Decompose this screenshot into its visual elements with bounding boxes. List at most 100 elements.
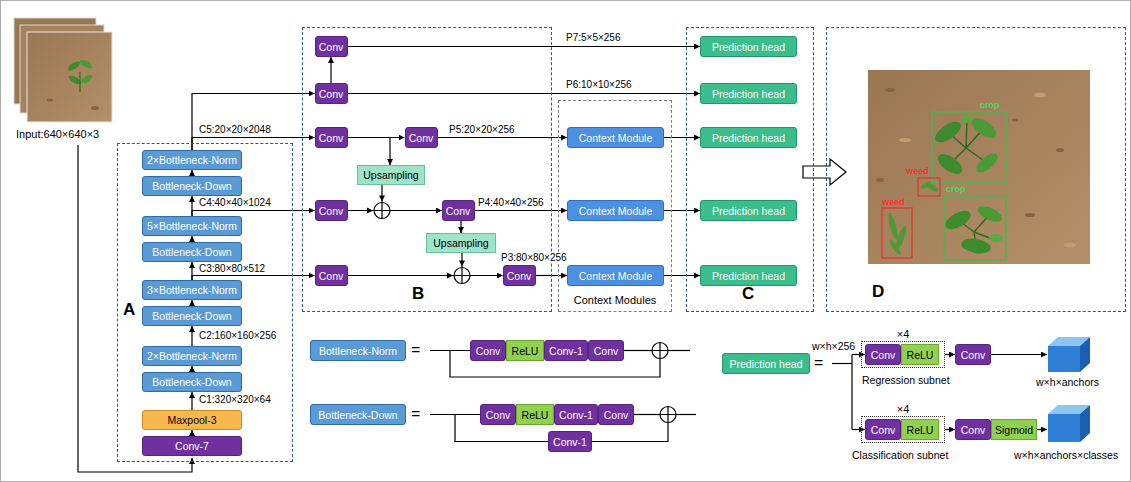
conv-box: Conv [865, 344, 901, 365]
connector-arrow [192, 138, 315, 151]
detection-photo [942, 207, 973, 233]
detection-photo [918, 178, 940, 196]
context-box: Context Module [567, 265, 664, 286]
text-label: Regression subnet [862, 374, 950, 387]
detection-photo [960, 237, 992, 256]
node-text: C [742, 284, 754, 303]
prediction-box: Prediction head [700, 265, 797, 286]
detection-photo [989, 234, 1003, 242]
node-text: ×4 [861, 403, 945, 415]
detection-photo [868, 70, 1090, 264]
connector-arrow [382, 185, 442, 211]
detection-photo [886, 212, 899, 241]
node-text: Conv [961, 349, 986, 361]
edge-label: C1:320×320×64 [198, 394, 272, 405]
context-panel: Context ModulesContext ModuleContext Mod… [558, 100, 672, 312]
maxpool-box: Maxpool-3 [142, 410, 242, 430]
edge-label: C2:160×160×256 [198, 330, 277, 341]
conv-box: Conv-1 [554, 404, 598, 425]
block-wiring [592, 423, 668, 442]
node-text: Bottleneck-Down [152, 376, 231, 388]
connector-arrow [348, 93, 701, 94]
node-text: 2×Bottleneck-Norm [147, 154, 237, 166]
detection-photo [899, 138, 911, 142]
node-text: Conv [476, 345, 501, 357]
conv-box: Conv [955, 344, 991, 365]
connector-arrow [945, 354, 955, 355]
bottleneck-box: Bottleneck-Down [310, 404, 406, 425]
conv-box: Conv-1 [548, 431, 592, 452]
text-label: = [411, 405, 420, 423]
block-wiring [852, 354, 865, 355]
sum-node [367, 196, 390, 219]
node-text: Context Modules [558, 294, 672, 307]
input-images [80, 73, 93, 85]
prediction-box: Prediction head [700, 36, 797, 57]
conv-box: Conv [470, 340, 506, 361]
sigmoid-box: Sigmoid [991, 419, 1037, 440]
node-text: 5×Bottleneck-Norm [147, 220, 237, 232]
relu-box: ReLU [516, 404, 554, 425]
conv-box: Conv [315, 36, 348, 57]
text-label: w×h×anchors×classes [1014, 449, 1118, 462]
input-images [91, 106, 99, 110]
conv-box: Conv [503, 265, 536, 286]
connector-arrow [191, 392, 192, 410]
detection-photo [927, 183, 940, 193]
panel-c: CPrediction headPrediction headPredictio… [686, 27, 814, 312]
node-text: Upsampling [433, 237, 488, 249]
conv-box: Conv [315, 127, 348, 148]
detection-photo [1012, 119, 1018, 122]
detection-photo [1056, 148, 1064, 152]
detection-photo [932, 112, 1006, 182]
node-text: Context Module [579, 132, 653, 144]
connector-arrow [664, 275, 700, 276]
sum-node [459, 261, 465, 267]
block-wiring [668, 350, 690, 351]
edge-label: C4:40×40×1024 [198, 197, 272, 208]
bottleneck-box: 2×Bottleneck-Norm [142, 346, 242, 366]
node-text: Conv-1 [549, 345, 583, 357]
node-text: Context Module [579, 205, 653, 217]
edge-label: P6:10×10×256 [565, 79, 633, 90]
node-text: ReLU [907, 424, 934, 436]
node-text: Prediction head [712, 41, 785, 53]
text-label: weed [906, 166, 929, 177]
sum-node [652, 343, 668, 359]
block-wiring [852, 429, 865, 430]
panel-b: BConvConvConvConvUpsamplingConvConvUpsam… [302, 27, 552, 312]
input-images [47, 99, 53, 102]
conv-box: Conv [865, 419, 901, 440]
node-text: Maxpool-3 [167, 414, 216, 426]
conv-box: Conv [955, 419, 991, 440]
output-tensor [1080, 405, 1090, 442]
bottleneck-box: 3×Bottleneck-Norm [142, 280, 242, 300]
bottleneck-box: Bottleneck-Down [142, 306, 242, 326]
sum-node [447, 273, 453, 279]
connector-arrow [348, 46, 701, 47]
detection-photo [1025, 213, 1035, 217]
node-text: Conv [604, 409, 629, 421]
prediction-box: Prediction head [722, 353, 810, 374]
detection-photo [976, 203, 1005, 225]
connector-arrow [945, 429, 955, 430]
edge-label: P5:20×20×256 [448, 124, 516, 135]
text-label: crop [946, 184, 966, 195]
repeat-group: ×4ConvReLU [861, 341, 945, 368]
node-text: Conv [871, 349, 896, 361]
detection-photo [969, 114, 1000, 142]
detection-photo [876, 178, 884, 182]
connector-arrow [191, 326, 192, 346]
text-label: = [814, 354, 823, 372]
node-text: ReLU [522, 409, 549, 421]
conv-box: Conv-1 [544, 340, 588, 361]
output-tensor [1048, 337, 1090, 372]
conv-box: Conv [598, 404, 634, 425]
node-text: Bottleneck-Down [152, 180, 231, 192]
connector-arrow [192, 94, 315, 151]
detection-photo [882, 208, 912, 258]
output-tensor [1080, 337, 1090, 372]
node-text: Conv [961, 424, 986, 436]
node-text: Prediction head [712, 270, 785, 282]
node-text: Conv [319, 270, 344, 282]
